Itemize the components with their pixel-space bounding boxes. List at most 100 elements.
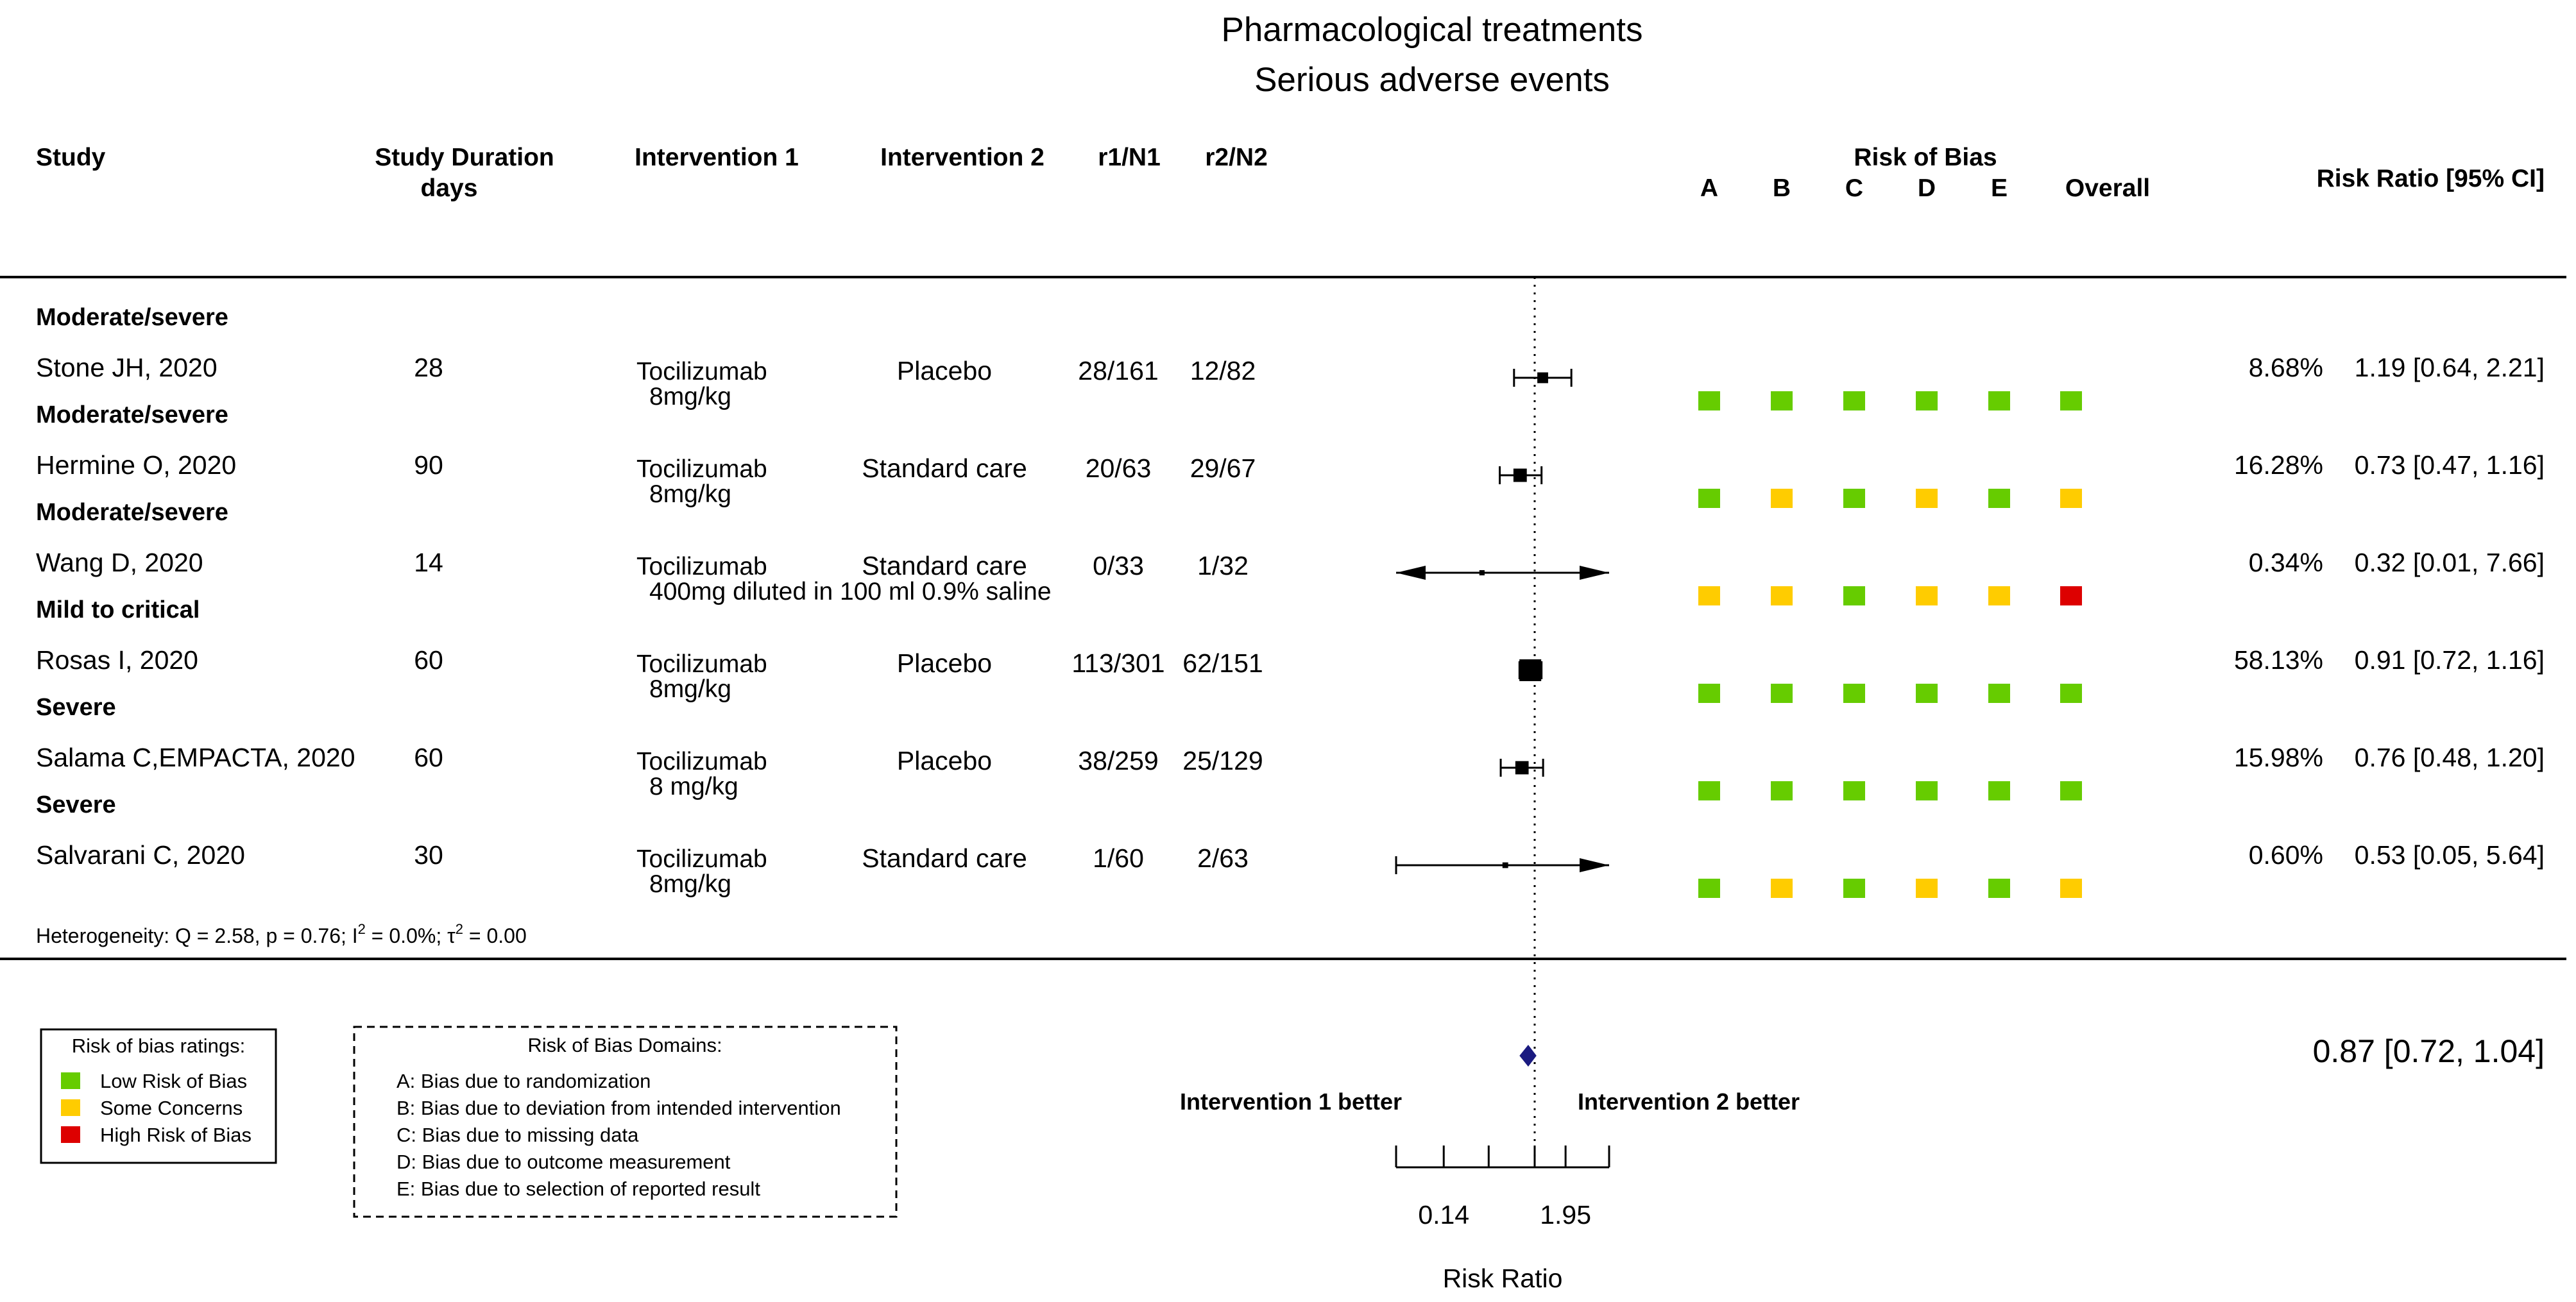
rob-square <box>1916 781 1938 800</box>
study-weight: 15.98% <box>2234 743 2323 772</box>
legend-domain-c: C: Bias due to missing data <box>397 1124 639 1146</box>
intervention-1-dose: 8mg/kg <box>649 675 731 703</box>
rob-square <box>1843 391 1865 410</box>
header-r2n2: r2/N2 <box>1205 144 1268 171</box>
study-duration: 30 <box>414 840 443 870</box>
rob-square <box>1771 879 1793 898</box>
intervention-1: Tocilizumab <box>636 455 767 483</box>
study-name: Salvarani C, 2020 <box>36 840 245 870</box>
events-arm-2: 62/151 <box>1182 648 1263 678</box>
study-duration: 60 <box>414 645 443 675</box>
intervention-1-dose: 400mg diluted in 100 ml 0.9% saline <box>649 578 1052 605</box>
header-risk-ratio: Risk Ratio [95% CI] <box>2317 165 2545 192</box>
study-name: Stone JH, 2020 <box>36 353 218 382</box>
point-estimate <box>1519 659 1542 681</box>
intervention-2: Placebo <box>897 746 992 775</box>
rob-square <box>1916 879 1938 898</box>
study-estimate <box>1499 466 1543 484</box>
events-arm-1: 1/60 <box>1093 843 1144 873</box>
chart-subtitle: Serious adverse events <box>1254 61 1610 99</box>
intervention-1-dose: 8 mg/kg <box>649 773 738 800</box>
rob-square <box>2060 391 2082 410</box>
rob-square <box>2060 781 2082 800</box>
intervention-2: Standard care <box>862 551 1027 580</box>
rob-square <box>1771 684 1793 703</box>
rob-square <box>1916 684 1938 703</box>
ci-arrow-right <box>1580 566 1609 580</box>
study-risk-ratio-ci: 0.76 [0.48, 1.20] <box>2355 743 2545 772</box>
study-weight: 8.68% <box>2249 353 2323 382</box>
events-arm-1: 20/63 <box>1086 453 1152 483</box>
study-estimate <box>1499 759 1544 777</box>
study-estimate <box>1513 369 1573 387</box>
header-rob-domain-d: D <box>1918 174 1936 202</box>
rob-square <box>1988 781 2010 800</box>
rob-square <box>1843 781 1865 800</box>
chart-title: Pharmacological treatments <box>1222 11 1643 49</box>
ci-arrow-right <box>1580 858 1609 872</box>
rob-square <box>2060 879 2082 898</box>
events-arm-1: 28/161 <box>1078 356 1158 385</box>
study-name: Wang D, 2020 <box>36 548 203 577</box>
intervention-1: Tocilizumab <box>636 358 767 385</box>
legend-ratings-title: Risk of bias ratings: <box>72 1035 246 1057</box>
header-rob-domain-b: B <box>1773 174 1791 202</box>
header-rob-overall: Overall <box>2065 174 2150 202</box>
study-duration: 14 <box>414 548 443 577</box>
header-duration-unit: days <box>421 174 478 202</box>
rob-square <box>1843 684 1865 703</box>
events-arm-1: 38/259 <box>1078 746 1158 775</box>
rob-square <box>1988 391 2010 410</box>
ci-arrow-left <box>1396 566 1426 580</box>
header-r1n1: r1/N1 <box>1098 144 1161 171</box>
study-group-label: Severe <box>36 694 116 721</box>
rob-square <box>1843 879 1865 898</box>
study-risk-ratio-ci: 0.73 [0.47, 1.16] <box>2355 450 2545 480</box>
study-estimate <box>1396 566 1609 580</box>
rob-square <box>2060 684 2082 703</box>
legend-swatch-some <box>61 1099 80 1116</box>
legend-swatch-high <box>61 1126 80 1143</box>
header-risk-of-bias: Risk of Bias <box>1854 144 1997 171</box>
rob-square <box>2060 586 2082 605</box>
point-estimate <box>1513 468 1527 482</box>
rob-square <box>1988 684 2010 703</box>
study-estimate <box>1518 659 1543 681</box>
study-group-label: Moderate/severe <box>36 304 228 331</box>
legend-domains-title: Risk of Bias Domains: <box>527 1034 722 1056</box>
rob-square <box>1771 489 1793 508</box>
rob-square <box>1916 586 1938 605</box>
intervention-1-better-label: Intervention 1 better <box>1180 1088 1402 1115</box>
intervention-1: Tocilizumab <box>636 553 767 580</box>
legend-domain-d: D: Bias due to outcome measurement <box>397 1151 731 1173</box>
intervention-1-dose: 8mg/kg <box>649 383 731 410</box>
legend-swatch-low <box>61 1072 80 1089</box>
study-group-label: Moderate/severe <box>36 402 228 428</box>
study-duration: 90 <box>414 450 443 480</box>
rob-square <box>1698 391 1720 410</box>
x-axis-title: Risk Ratio <box>1443 1264 1563 1293</box>
events-arm-2: 12/82 <box>1190 356 1256 385</box>
rob-square <box>1771 586 1793 605</box>
events-arm-2: 25/129 <box>1182 746 1263 775</box>
column-headers: Study Study Duration days Intervention 1… <box>36 144 2545 202</box>
header-study: Study <box>36 144 106 171</box>
study-name: Rosas I, 2020 <box>36 645 198 675</box>
rob-square <box>1698 684 1720 703</box>
study-group-label: Severe <box>36 791 116 818</box>
rob-square <box>1988 489 2010 508</box>
events-arm-1: 113/301 <box>1071 648 1164 678</box>
study-weight: 16.28% <box>2234 450 2323 480</box>
events-arm-2: 29/67 <box>1190 453 1256 483</box>
rob-square <box>1771 391 1793 410</box>
heterogeneity-text: Heterogeneity: Q = 2.58, p = 0.76; I2 = … <box>36 921 527 947</box>
intervention-2: Placebo <box>897 356 992 385</box>
legend-label-low: Low Risk of Bias <box>100 1070 247 1092</box>
rob-square <box>1698 781 1720 800</box>
forest-plot-area <box>1395 277 1609 1161</box>
study-weight: 58.13% <box>2234 645 2323 675</box>
header-intervention-1: Intervention 1 <box>635 144 799 171</box>
